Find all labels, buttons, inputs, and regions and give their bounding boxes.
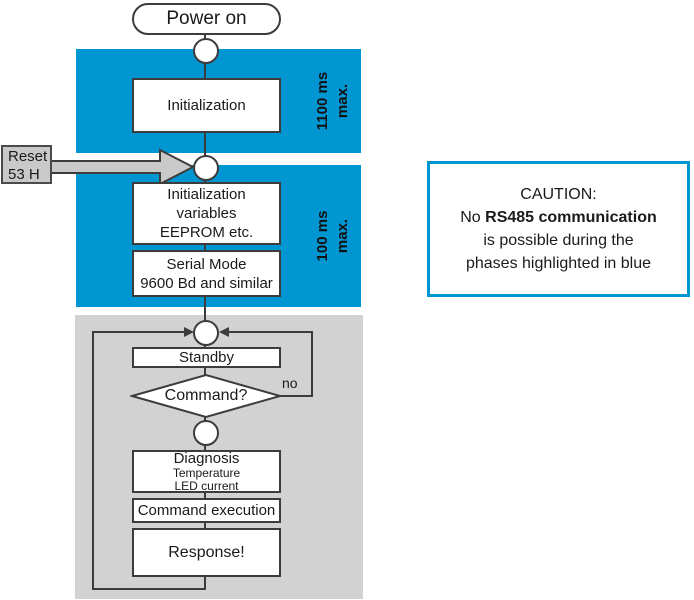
command-execution-step: Command execution <box>132 498 281 523</box>
phase2-duration-line1: 100 ms <box>314 210 331 262</box>
loop-return-left-line <box>92 331 94 590</box>
loop-return-bottom-line <box>92 588 206 590</box>
serial-mode-line1: Serial Mode <box>166 255 247 273</box>
connector-circle-1 <box>193 38 219 64</box>
serial-mode-step: Serial Mode 9600 Bd and similar <box>132 250 281 297</box>
init-var-line3: EEPROM etc. <box>159 224 254 241</box>
response-label: Response! <box>168 543 245 561</box>
diagnosis-line1: Diagnosis <box>173 449 240 467</box>
caution-line2: No RS485 communication <box>430 206 687 229</box>
phase2-duration-line2: max. <box>334 218 351 254</box>
no-branch-exit-line <box>278 395 313 397</box>
loop-return-top-line <box>93 331 186 333</box>
phase1-duration-label: 1100 ms max. <box>313 56 355 146</box>
phase1-duration-line2: max. <box>334 83 351 119</box>
reset-flag: Reset 53 H <box>1 145 52 184</box>
diagnosis-line2: Temperature <box>172 465 241 480</box>
initialization-step-label: Initialization <box>167 97 246 114</box>
initialization-variables-step: Initialization variables EEPROM etc. <box>132 182 281 245</box>
decision-label: Command? <box>164 387 248 404</box>
arrowhead-into-junction-right-icon <box>219 327 229 337</box>
reset-flag-line2: 53 H <box>8 166 40 183</box>
diagnosis-step: Diagnosis Temperature LED current <box>132 450 281 493</box>
init-var-line2: variables <box>176 205 237 222</box>
phase2-duration-label: 100 ms max. <box>313 191 355 281</box>
caution-line3: is possible during the <box>483 232 634 249</box>
connector-circle-reset <box>193 155 219 181</box>
serial-mode-line2: 9600 Bd and similar <box>140 274 273 292</box>
connector-circle-after-decision <box>193 420 219 446</box>
no-branch-label: no <box>282 375 298 391</box>
init-var-line1: Initialization <box>167 186 246 203</box>
reset-arrow-icon <box>50 148 196 186</box>
command-execution-label: Command execution <box>137 502 276 519</box>
standby-label: Standby <box>178 349 235 366</box>
diagnosis-line3: LED current <box>174 478 239 493</box>
standby-step: Standby <box>132 347 281 368</box>
initialization-step: Initialization <box>132 78 281 133</box>
reset-flag-line1: Reset <box>8 148 48 165</box>
caution-line2-bold: RS485 communication <box>485 209 657 226</box>
caution-box: CAUTION: No RS485 communication is possi… <box>427 161 690 297</box>
no-branch-vertical-line <box>311 331 313 397</box>
start-node-label: Power on <box>166 8 247 29</box>
no-branch-top-line <box>221 331 313 333</box>
start-node: Power on <box>132 3 281 35</box>
response-step: Response! <box>132 528 281 577</box>
caution-line2-prefix: No <box>460 209 486 226</box>
phase1-duration-line1: 1100 ms <box>314 71 331 131</box>
caution-line4: phases highlighted in blue <box>465 255 652 272</box>
decision-diamond <box>130 373 282 419</box>
connector-circle-loop-junction <box>193 320 219 346</box>
arrowhead-into-junction-left-icon <box>184 327 194 337</box>
main-flow-line <box>204 34 206 590</box>
caution-line1: CAUTION: <box>520 186 597 203</box>
